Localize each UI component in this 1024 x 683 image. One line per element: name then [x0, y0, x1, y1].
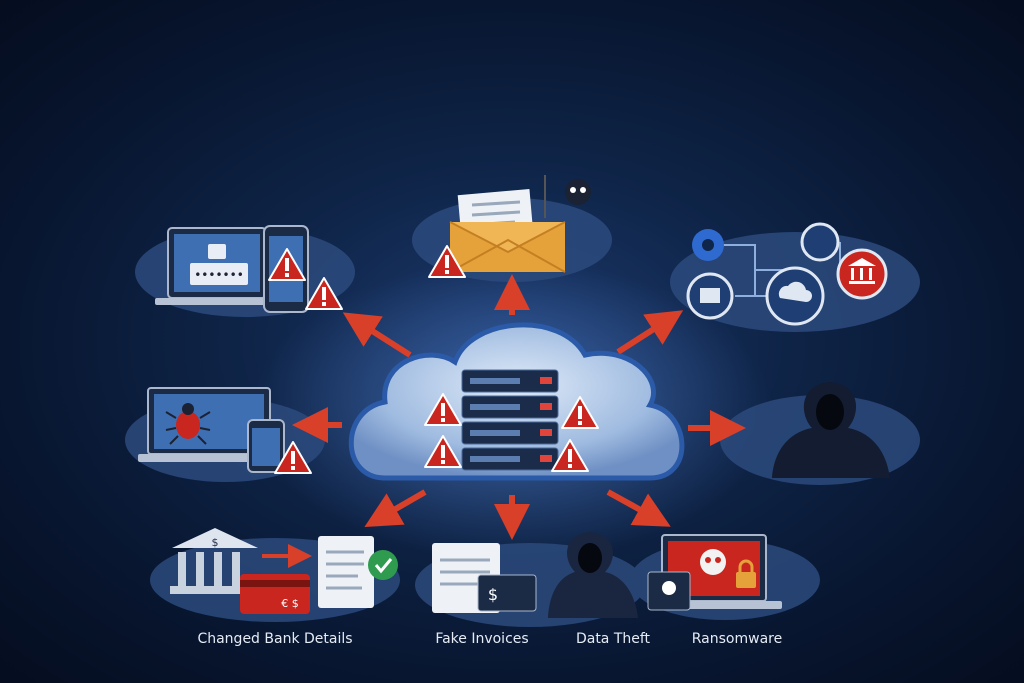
label-fake-invoices: Fake Invoices: [435, 631, 528, 647]
threat-arrows: [292, 274, 746, 540]
bank-building-icon: [172, 528, 258, 548]
compromised-login-node: •••••••: [155, 225, 343, 313]
svg-text:$: $: [488, 585, 498, 604]
label-ransomware: Ransomware: [692, 631, 782, 647]
fake-invoices-data-theft-node: $ Fake Invoices Data Theft: [432, 532, 651, 647]
arrow-down-left: [364, 489, 427, 528]
document-icon: [318, 536, 374, 608]
checkmark-icon: [368, 550, 398, 580]
padlock-icon: [736, 572, 756, 588]
hooded-hacker-icon: [548, 532, 638, 618]
arrow-up-left: [342, 312, 412, 358]
skull-icon: [700, 549, 726, 575]
lock-icon: [208, 244, 226, 259]
label-changed-bank-details: Changed Bank Details: [197, 631, 352, 647]
password-field-icon: [190, 263, 248, 285]
cloud-icon: [800, 222, 840, 262]
svg-text:$: $: [212, 536, 219, 549]
payment-card-icon: [477, 574, 537, 612]
svg-text:•••••••: •••••••: [194, 268, 244, 282]
arrow-down-right: [606, 489, 671, 527]
server-stack-icon: [461, 369, 559, 471]
central-cloud: [348, 322, 685, 481]
label-data-theft: Data Theft: [576, 631, 651, 647]
svg-text:€ $: € $: [281, 597, 299, 610]
malware-infected-device-node: [138, 387, 312, 474]
hacker-node: [772, 382, 890, 478]
phishing-email-node: [428, 175, 591, 278]
arrow-up-right: [616, 310, 684, 355]
bug-icon: [176, 411, 200, 439]
changed-bank-details-node: $ € $ Changed Bank Details: [170, 528, 398, 647]
banking-network-node: [686, 222, 888, 326]
ransomware-node: Ransomware: [647, 534, 782, 647]
hooded-hacker-icon: [772, 382, 890, 478]
skull-icon: [565, 179, 591, 205]
